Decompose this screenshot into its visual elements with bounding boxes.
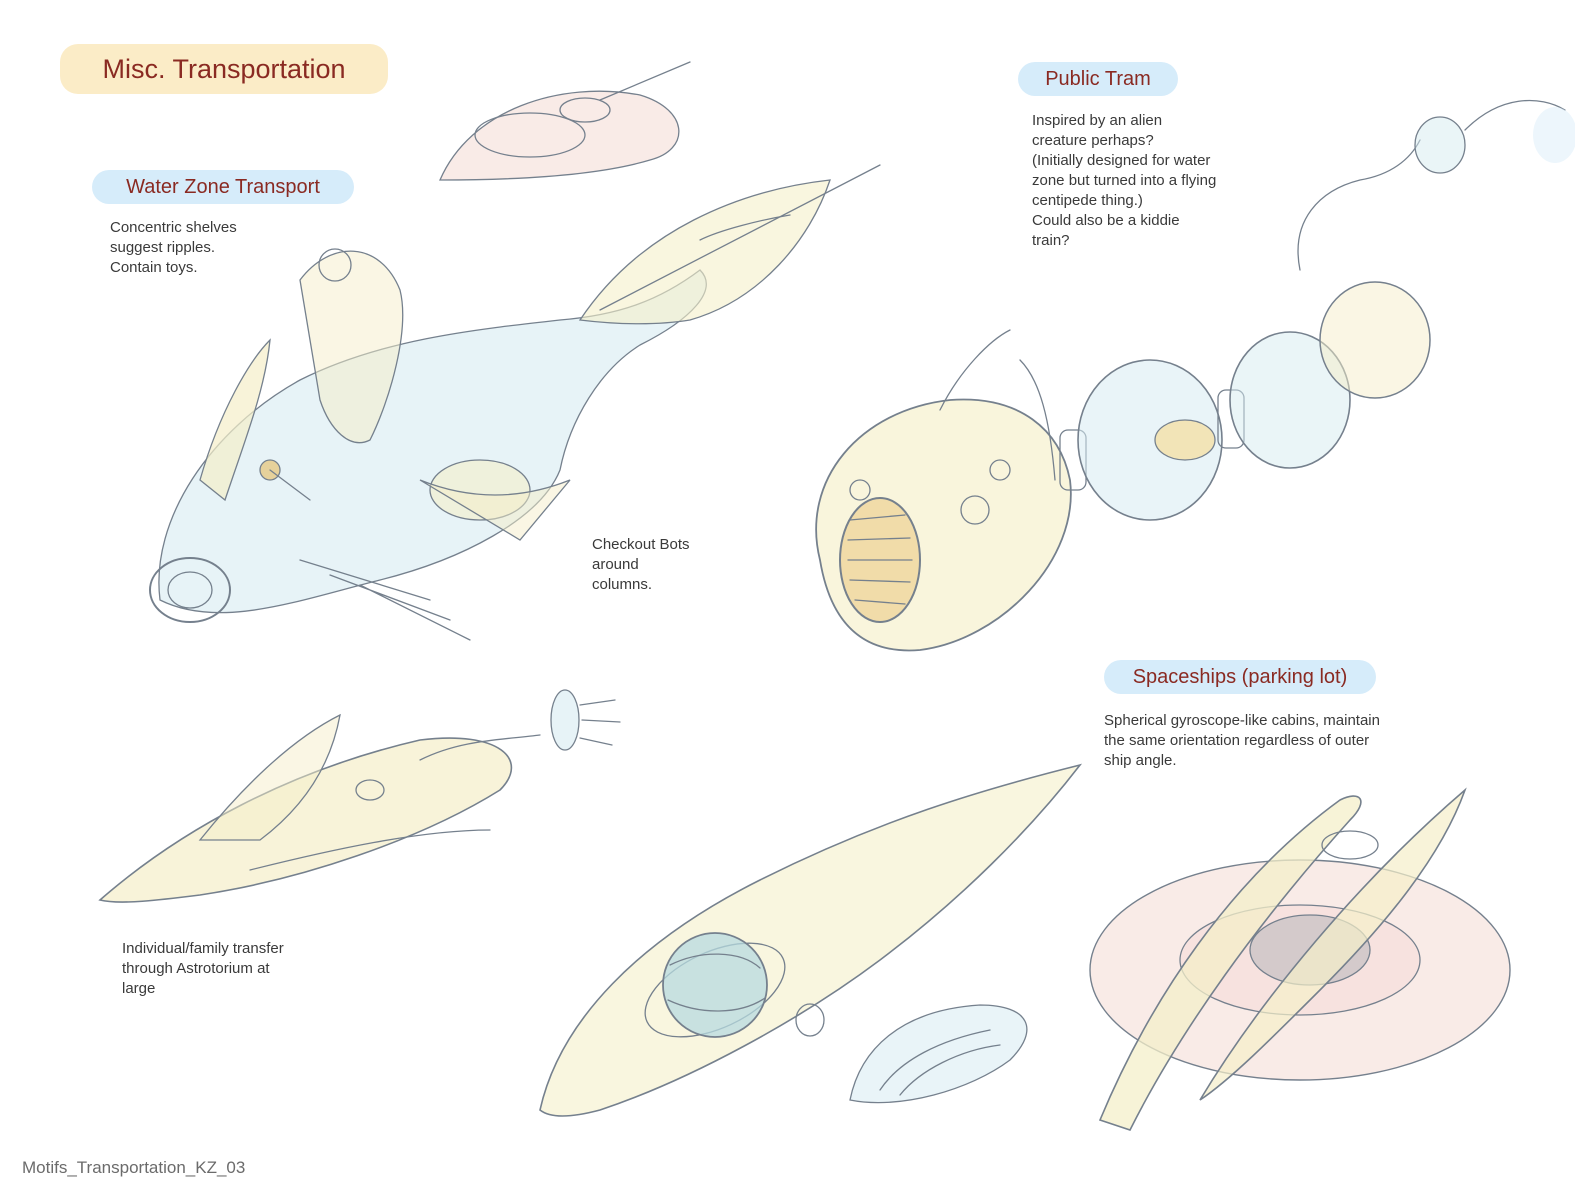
spaceship-disk-sketch	[1090, 790, 1510, 1130]
note-water-zone-transport: Concentric shelves suggest ripples. Cont…	[110, 219, 237, 276]
heading-spaceships-parking-lot: Spaceships (parking lot)	[1104, 660, 1376, 694]
heading-water-zone-transport: Water Zone Transport	[92, 170, 354, 204]
note-individual-transfer: Individual/family transfer through Astro…	[122, 940, 284, 997]
footer-filename: Motifs_Transportation_KZ_03	[22, 1158, 246, 1177]
water-zone-transport-sketch	[150, 165, 880, 640]
small-craft-sketch-top	[440, 62, 690, 180]
note-spaceships: Spherical gyroscope-like cabins, maintai…	[1104, 712, 1380, 769]
page-title: Misc. Transportation	[60, 44, 388, 94]
note-public-tram: Inspired by an alien creature perhaps? (…	[1032, 112, 1217, 249]
public-tram-sketch	[816, 100, 1575, 650]
individual-transfer-craft-sketch	[100, 690, 620, 902]
spaceship-sphere-cabin-sketch	[540, 765, 1080, 1116]
small-shell-sketch	[850, 1005, 1027, 1103]
note-checkout-bots: Checkout Bots around columns.	[592, 536, 690, 593]
heading-public-tram: Public Tram	[1018, 62, 1178, 96]
